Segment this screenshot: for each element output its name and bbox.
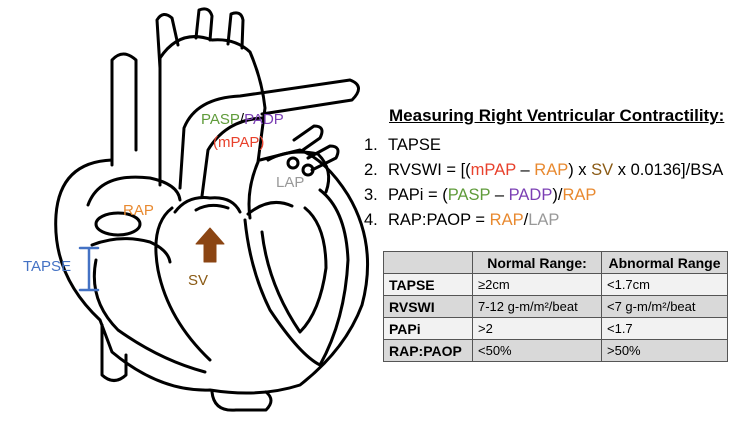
table-cell: <50% [472, 339, 602, 362]
superior-vena-cava [110, 52, 138, 167]
padp-label: PADP [244, 111, 284, 128]
row-label: RAP:PAOP [383, 339, 473, 362]
descending-aorta-bottom [210, 390, 273, 412]
aortic-valve [194, 203, 230, 212]
table-row: TAPSE≥2cm<1.7cm [383, 273, 728, 296]
measure-term: TAPSE [388, 136, 441, 154]
measure-term: – [490, 186, 509, 204]
measure-number: 4. [364, 211, 378, 229]
measure-item: 3. PAPi = (PASP – PADP)/RAP [364, 183, 723, 208]
measure-term: x 0.0136]/BSA [613, 161, 724, 179]
table-cell: <1.7cm [601, 273, 728, 296]
measure-term: mPAP [470, 161, 516, 179]
right-atrium-wall [86, 175, 182, 207]
table-cell: <7 g-m/m²/beat [601, 295, 728, 318]
pulmonary-artery [178, 78, 360, 190]
mitral-valve [246, 200, 294, 216]
measure-term: RVSWI = [( [388, 161, 471, 179]
table-header-cell [383, 251, 473, 274]
tapse-label: TAPSE [23, 258, 72, 275]
left-atrium [266, 150, 331, 194]
slash: / [239, 111, 245, 128]
pulmonic-valve [173, 196, 242, 214]
right-ventricle-inner [92, 258, 207, 374]
measure-term: / [523, 211, 529, 229]
mpap-label: (mPAP) [213, 134, 265, 151]
interatrial-wall [247, 160, 260, 220]
table-cell: 7-12 g-m/m²/beat [472, 295, 602, 318]
measure-item: 4. RAP:PAOP = RAP/LAP [364, 208, 723, 233]
table-cell: ≥2cm [472, 273, 602, 296]
table-row: PAPi>2<1.7 [383, 317, 728, 340]
table-header-cell: Normal Range: [472, 251, 602, 274]
left-pulmonary-veins [292, 124, 340, 172]
section-title: Measuring Right Ventricular Contractilit… [389, 106, 725, 125]
measure-term: LAP [528, 211, 560, 229]
right-atrium-opening [94, 211, 142, 237]
tricuspid-valve [90, 237, 172, 264]
measure-term: ) x [568, 161, 592, 179]
pasp-label: PASP [201, 111, 240, 128]
measure-term: PADP [508, 186, 553, 204]
table-row: RAP:PAOP<50%>50% [383, 339, 728, 362]
left-ventricle-wall [243, 188, 350, 367]
inferior-vena-cava [100, 323, 128, 382]
pasp-padp-label: PASP/PADP [201, 112, 284, 127]
table-cell: >50% [601, 339, 728, 362]
row-label: PAPi [383, 317, 473, 340]
pulmonary-vein-opening-2 [301, 163, 315, 177]
table-header-cell: Abnormal Range [601, 251, 728, 274]
measure-term: )/ [552, 186, 563, 204]
measure-term: PASP [447, 186, 491, 204]
measure-term: RAP:PAOP = [388, 211, 490, 229]
measure-term: RAP [534, 161, 569, 179]
sv-arrow [195, 227, 225, 263]
ranges-table: Normal Range:Abnormal Range TAPSE≥2cm<1.… [383, 251, 728, 362]
table-cell: >2 [472, 317, 602, 340]
measure-term: SV [591, 161, 614, 179]
row-label: RVSWI [383, 295, 473, 318]
pulmonary-artery-lower [200, 116, 264, 198]
measure-item: 2. RVSWI = [(mPAP – RAP) x SV x 0.0136]/B… [364, 158, 723, 183]
measure-number: 1. [364, 136, 378, 154]
measure-term: RAP [562, 186, 597, 204]
septum [154, 206, 212, 362]
table-cell: <1.7 [601, 317, 728, 340]
sv-label: SV [188, 272, 209, 289]
measure-item: 1. TAPSE [364, 133, 723, 158]
row-label: TAPSE [383, 273, 473, 296]
aortic-branch-3 [226, 11, 245, 50]
lap-label: LAP [276, 174, 305, 191]
pulmonary-vein-opening-1 [286, 156, 300, 170]
tapse-bracket [78, 246, 100, 292]
table-header-row: Normal Range:Abnormal Range [383, 251, 728, 274]
measure-term: PAPi = ( [388, 186, 448, 204]
left-ventricle-inner [260, 206, 328, 334]
measure-number: 3. [364, 186, 378, 204]
aortic-branch-2 [194, 7, 214, 42]
measure-term: – [515, 161, 535, 179]
aortic-branch-1 [155, 13, 180, 70]
measure-number: 2. [364, 161, 378, 179]
measure-term: RAP [489, 211, 524, 229]
rap-label: RAP [123, 202, 154, 219]
heart-outline [54, 148, 370, 395]
